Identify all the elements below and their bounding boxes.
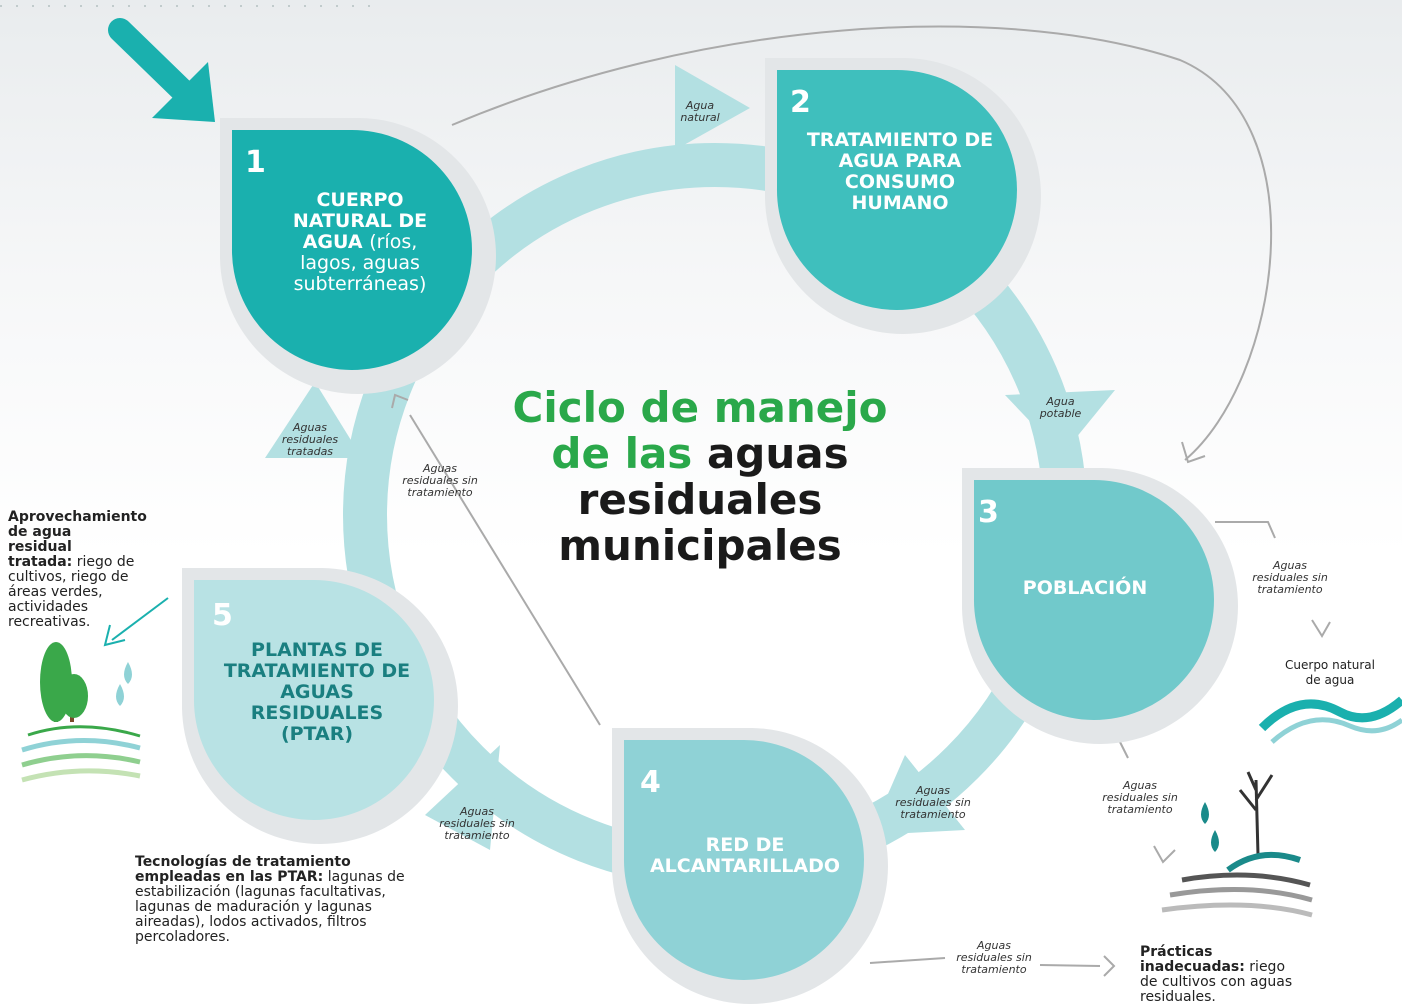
stage-1-detail: (ríos, lagos, aguas subterráneas) xyxy=(293,231,427,295)
input-arrow-shaft xyxy=(108,18,200,108)
trees-field-illustration xyxy=(21,642,141,783)
line-3-cuerpo xyxy=(1215,521,1276,539)
line-5-aprovechamiento-head xyxy=(103,624,126,647)
line-4-bottom-head xyxy=(1103,955,1116,977)
line-4-to-1 xyxy=(409,414,601,726)
dead-tree-illustration xyxy=(1161,771,1313,918)
diagram-title: Ciclo de manejo de las aguas residuales … xyxy=(490,385,910,569)
label-agua-potable: Agua potable xyxy=(1039,395,1082,420)
note-tecnologias: Tecnologías de tratamiento empleadas en … xyxy=(135,855,415,945)
label-residuales-tratadas: Aguas residuales tratadas xyxy=(281,421,339,458)
note-aprovechamiento: Aprovechamiento de agua residual tratada… xyxy=(8,510,147,630)
arrowhead-potable xyxy=(1005,390,1115,455)
stage-4-label: RED DE ALCANTARILLADO xyxy=(649,834,841,877)
arrowhead-tratadas xyxy=(265,382,362,458)
title-dark: aguas residuales municipales xyxy=(558,429,849,570)
line-3-practicas xyxy=(1119,741,1129,759)
arrowhead-45 xyxy=(425,745,500,850)
stage-5-label: PLANTAS DE TRATAMIENTO DE AGUAS RESIDUAL… xyxy=(223,639,411,745)
stage-4-number: 4 xyxy=(640,765,661,800)
note-practicas-text: riego de cultivos con aguas residuales. xyxy=(1140,959,1293,1005)
label-sin-tratamiento-practicas: Aguas residuales sin tratamiento xyxy=(1102,779,1178,816)
label-sin-tratamiento-bottom: Aguas residuales sin tratamiento xyxy=(956,939,1032,976)
stage-3-label: POBLACIÓN xyxy=(1022,577,1148,599)
stage-2-shape xyxy=(765,58,1041,334)
line-5-aprovechamiento xyxy=(111,597,169,641)
line-4-bottom-b xyxy=(1039,964,1101,967)
loop-arrow xyxy=(451,25,1273,461)
stage-5-shape xyxy=(182,568,458,844)
label-residuales-4-5: Aguas residuales sin tratamiento xyxy=(439,805,515,842)
input-arrow-head xyxy=(152,62,215,122)
note-aprovechamiento-text: riego de cultivos, riego de áreas verdes… xyxy=(8,554,135,630)
note-tecnologias-text: lagunas de estabilización (lagunas facul… xyxy=(135,869,405,945)
loop-arrowhead xyxy=(1181,441,1206,464)
label-sin-tratamiento-cuerpo: Aguas residuales sin tratamiento xyxy=(1252,559,1328,596)
stage-1-number: 1 xyxy=(245,145,266,180)
stage-2-label: TRATAMIENTO DE AGUA PARA CONSUMO HUMANO xyxy=(806,129,994,214)
note-practicas-bold: Prácticas inadecuadas: xyxy=(1140,944,1245,975)
stage-3-number: 3 xyxy=(978,495,999,530)
stage-1-label: CUERPO NATURAL DE AGUA (ríos, lagos, agu… xyxy=(285,190,435,295)
title-green: Ciclo de manejo de las xyxy=(512,383,888,478)
stage-5-number: 5 xyxy=(212,598,233,633)
stage-1-shape xyxy=(220,118,496,394)
label-sin-tratamiento-4-1: Aguas residuales sin tratamiento xyxy=(402,462,478,499)
stage-2-number: 2 xyxy=(790,85,811,120)
waves-illustration xyxy=(1258,696,1402,744)
label-residuales-3-4: Aguas residuales sin tratamiento xyxy=(895,784,971,821)
line-4-bottom-a xyxy=(869,957,946,964)
line-4-to-1-head xyxy=(391,393,409,409)
arrowhead-34 xyxy=(870,755,965,835)
note-tecnologias-bold: Tecnologías de tratamiento empleadas en … xyxy=(135,854,351,885)
stage-4-shape xyxy=(612,728,888,1004)
stage-1-title: CUERPO NATURAL DE AGUA xyxy=(292,189,428,253)
label-agua-natural: Agua natural xyxy=(680,99,720,124)
line-3-cuerpo-head xyxy=(1311,619,1331,638)
note-cuerpo-natural: Cuerpo natural de agua xyxy=(1285,658,1375,687)
note-practicas: Prácticas inadecuadas: riego de cultivos… xyxy=(1140,945,1300,1005)
stage-3-shape xyxy=(962,468,1238,744)
line-3-practicas-head xyxy=(1153,845,1176,864)
note-aprovechamiento-bold: Aprovechamiento de agua residual tratada… xyxy=(8,509,147,570)
arrowhead-natural xyxy=(675,65,750,150)
